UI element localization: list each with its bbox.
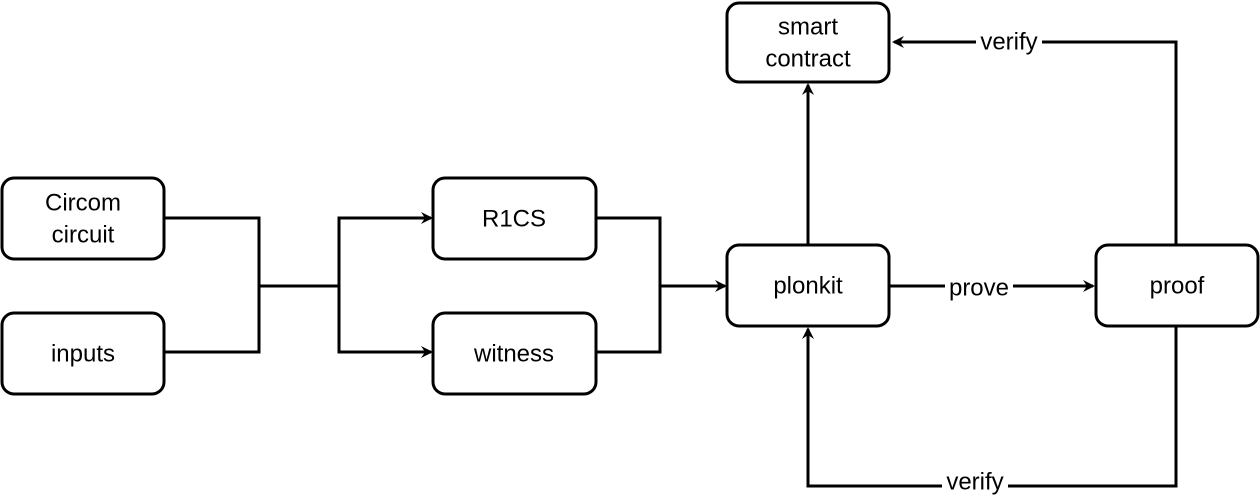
verify-contract-label-text: verify bbox=[980, 28, 1037, 55]
edge-verify-contract bbox=[892, 36, 1178, 245]
edge-r1cs-to-plonkit bbox=[596, 216, 727, 292]
node-witness: witness bbox=[431, 311, 598, 396]
edge-inputs-to-junction bbox=[164, 286, 261, 354]
node-r1cs: R1CS bbox=[431, 176, 598, 261]
prove-label-text: prove bbox=[949, 274, 1009, 301]
edge-circom-to-junction bbox=[164, 216, 339, 288]
node-plonkit: plonkit bbox=[725, 243, 891, 328]
edge-witness-to-plonkit bbox=[596, 286, 662, 354]
edge-labels: prove verify verify bbox=[942, 28, 1042, 498]
node-inputs: inputs bbox=[0, 311, 166, 396]
edges bbox=[164, 36, 1178, 488]
node-circom-circuit: Circom circuit bbox=[0, 176, 166, 261]
witness-label: witness bbox=[473, 340, 554, 367]
node-proof: proof bbox=[1094, 243, 1260, 328]
node-smart-contract: smart contract bbox=[725, 1, 891, 84]
proof-label: proof bbox=[1150, 272, 1205, 299]
circom-circuit-line1: Circom bbox=[45, 189, 121, 216]
smart-contract-line1: smart bbox=[778, 13, 838, 40]
inputs-label: inputs bbox=[51, 340, 115, 367]
edge-junction-to-r1cs bbox=[337, 212, 433, 286]
circom-circuit-line2: circuit bbox=[52, 221, 115, 248]
verify-contract-label: verify bbox=[976, 28, 1042, 56]
edge-junction-to-witness bbox=[337, 286, 433, 358]
edge-verify-plonkit bbox=[802, 326, 1178, 488]
smart-contract-line2: contract bbox=[765, 45, 851, 72]
verify-plonkit-label: verify bbox=[942, 468, 1008, 498]
prove-label: prove bbox=[945, 274, 1013, 301]
plonkit-label: plonkit bbox=[773, 272, 843, 299]
r1cs-label: R1CS bbox=[482, 205, 546, 232]
verify-plonkit-label-text: verify bbox=[946, 468, 1003, 495]
